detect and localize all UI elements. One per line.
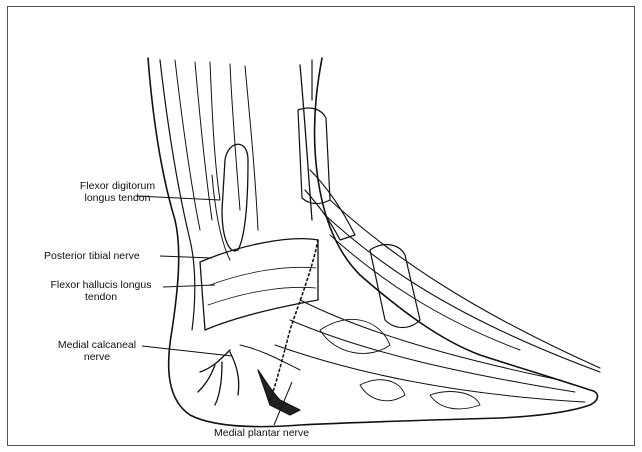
label-posterior-tibial-nerve: Posterior tibial nerve <box>44 250 140 262</box>
label-medial-calcaneal-nerve: Medial calcaneal nerve <box>48 339 146 363</box>
label-flexor-digitorum-longus-tendon: Flexor digitorum longus tendon <box>60 180 175 204</box>
label-ptn-line1: Posterior tibial nerve <box>44 250 140 262</box>
leader-fhl <box>163 285 215 287</box>
label-medial-plantar-nerve: Medial plantar nerve <box>214 427 309 439</box>
label-mcn-line1: Medial calcaneal <box>48 339 146 351</box>
label-mcn-line2: nerve <box>48 351 146 363</box>
label-fhl-line1: Flexor hallucis longus <box>36 279 166 291</box>
leader-mcn <box>142 346 232 356</box>
label-fdl-line1: Flexor digitorum <box>60 180 175 192</box>
label-fhl-line2: tendon <box>36 291 166 303</box>
label-fdl-line2: longus tendon <box>60 192 175 204</box>
label-mpn-line1: Medial plantar nerve <box>214 427 309 439</box>
label-flexor-hallucis-longus-tendon: Flexor hallucis longus tendon <box>36 279 166 303</box>
medial-calcaneal-nerve-branches <box>198 350 239 405</box>
leader-ptn <box>160 256 212 258</box>
flexor-retinaculum <box>200 239 318 330</box>
flexor-digitorum-tendon-shape <box>222 144 248 251</box>
foot-outline <box>148 58 598 427</box>
